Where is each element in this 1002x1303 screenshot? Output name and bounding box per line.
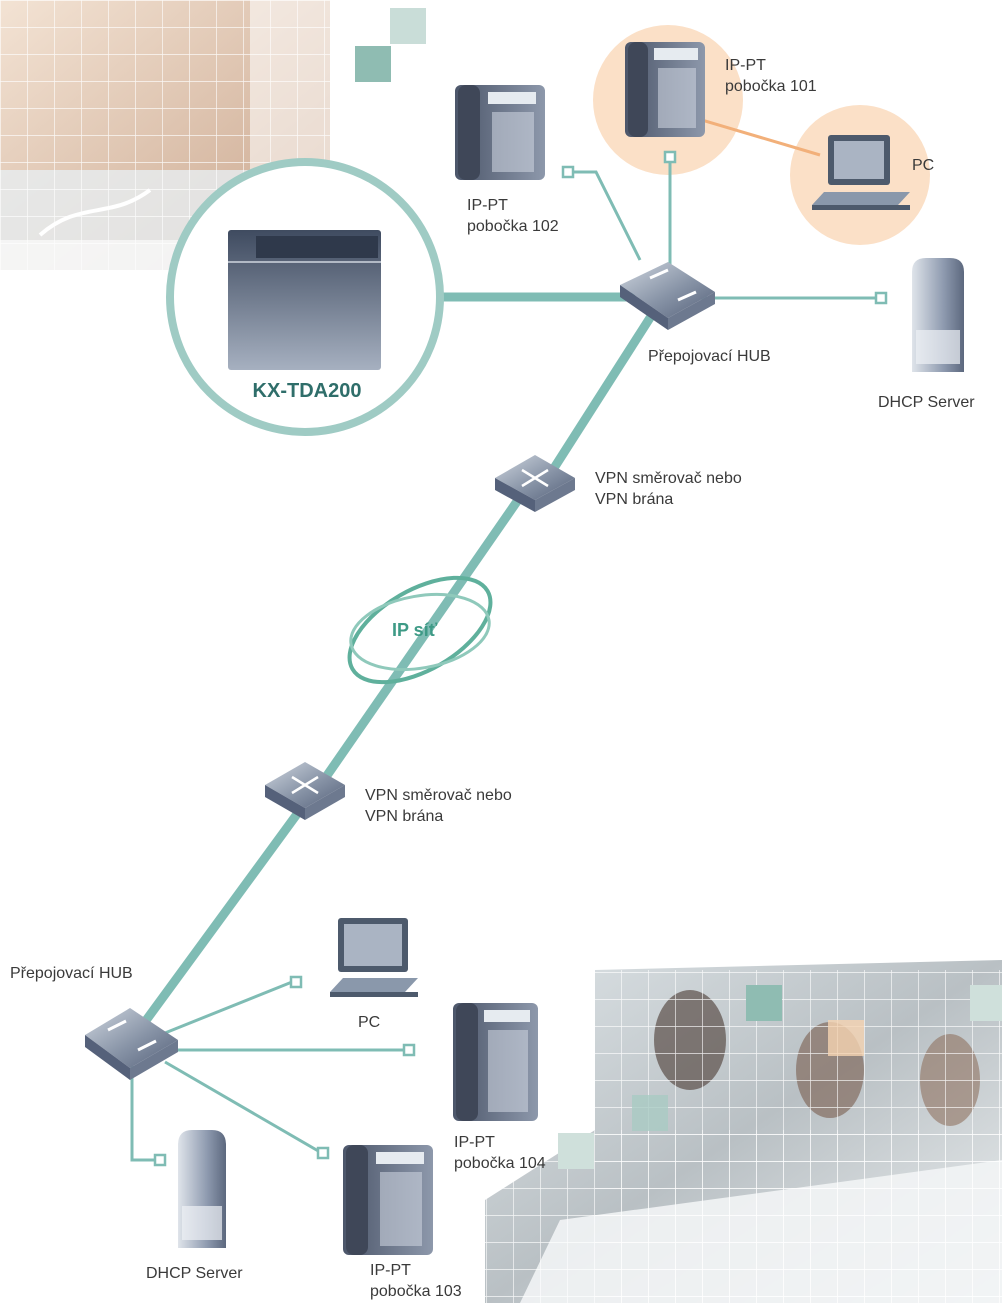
ip-network-label: IP síť — [392, 620, 438, 640]
pbx-icon — [166, 158, 444, 436]
ip-phone-icon — [455, 85, 545, 180]
port-icon — [289, 975, 303, 989]
site-b-links — [130, 980, 408, 1162]
phone-103-type: IP-PT — [370, 1262, 411, 1279]
hub-label-site-a: Přepojovací HUB — [648, 348, 771, 365]
link-hub-vpn-a — [536, 307, 659, 493]
pc-label-site-b: PC — [358, 1014, 381, 1031]
vpn-label-line1: VPN směrovač nebo — [365, 787, 512, 804]
deco-square — [390, 8, 426, 44]
phone-101-type: IP-PT — [725, 57, 766, 74]
ip-phone-icon — [343, 1145, 433, 1255]
port-icon — [874, 291, 888, 305]
port-icon — [153, 1153, 167, 1167]
deco-square — [558, 1133, 594, 1169]
port-icon — [561, 165, 575, 179]
vpn-label-site-a: VPN směrovač nebo VPN brána — [595, 468, 742, 510]
phone-104-label: IP-PT pobočka 104 — [454, 1132, 546, 1174]
pc-icon — [812, 135, 910, 210]
vpn-router-icon — [265, 762, 345, 820]
phone-102-type: IP-PT — [467, 197, 508, 214]
deco-square — [828, 1020, 864, 1056]
ip-network-icon — [347, 575, 493, 685]
vpn-label-site-b: VPN směrovač nebo VPN brána — [365, 785, 512, 827]
site-a-links — [568, 157, 880, 300]
phone-103-label: IP-PT pobočka 103 — [370, 1260, 462, 1302]
pc-icon — [330, 918, 418, 997]
hub-label-site-b: Přepojovací HUB — [10, 965, 133, 982]
pbx-model-label: KX-TDA200 — [252, 380, 362, 402]
phone-103-ext: pobočka 103 — [370, 1283, 462, 1300]
deco-square — [746, 985, 782, 1021]
ip-phone-icon — [625, 42, 705, 137]
dhcp-server-icon — [912, 258, 964, 372]
deco-square — [355, 46, 391, 82]
pc-label-site-a: PC — [912, 157, 935, 174]
phone-102-label: IP-PT pobočka 102 — [467, 195, 559, 237]
phone-102-ext: pobočka 102 — [467, 218, 559, 235]
phone-101-label: IP-PT pobočka 101 — [725, 55, 817, 97]
switch-hub-icon — [85, 1008, 178, 1080]
ip-phone-icon — [453, 1003, 538, 1121]
dhcp-label-site-b: DHCP Server — [146, 1265, 243, 1282]
link-vpn-a-vpn-b — [306, 497, 522, 803]
link-vpn-b-hub — [124, 807, 304, 1048]
deco-square — [970, 985, 1002, 1021]
photo-meeting — [485, 960, 1002, 1303]
vpn-label-line2: VPN brána — [595, 491, 674, 508]
phone-104-type: IP-PT — [454, 1134, 495, 1151]
switch-hub-icon — [620, 262, 715, 330]
port-icon — [402, 1043, 416, 1057]
vpn-router-icon — [495, 455, 575, 512]
deco-square — [632, 1095, 668, 1131]
port-icon — [663, 150, 677, 164]
vpn-label-line2: VPN brána — [365, 808, 444, 825]
phone-101-ext: pobočka 101 — [725, 78, 817, 95]
vpn-label-line1: VPN směrovač nebo — [595, 470, 742, 487]
phone-104-ext: pobočka 104 — [454, 1155, 546, 1172]
dhcp-server-icon — [178, 1130, 226, 1248]
port-icon — [316, 1146, 330, 1160]
dhcp-label-site-a: DHCP Server — [878, 394, 975, 411]
